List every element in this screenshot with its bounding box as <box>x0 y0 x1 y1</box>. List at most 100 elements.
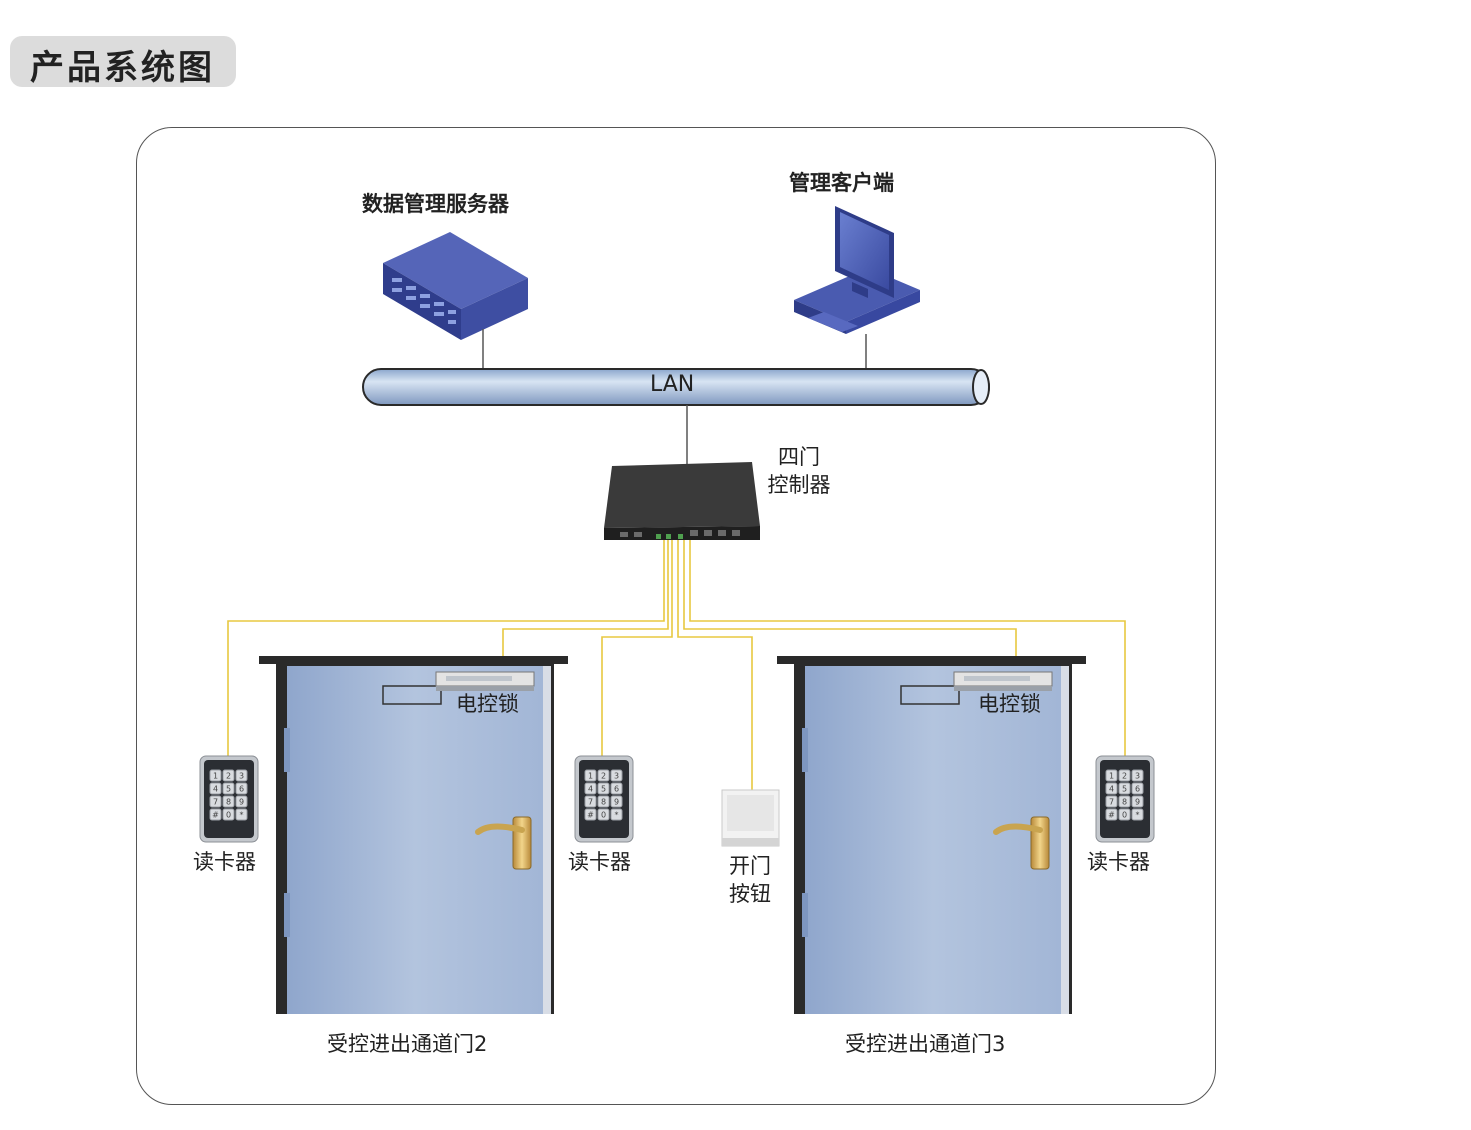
door-handle-icon <box>475 816 532 870</box>
server-label: 数据管理服务器 <box>362 192 509 216</box>
reader-label-2: 读卡器 <box>568 850 631 874</box>
keypad-key-label: 6 <box>239 785 244 794</box>
keypad-key-label: 4 <box>213 785 218 794</box>
keypad-key-label: 4 <box>1109 785 1114 794</box>
keypad-key <box>584 808 597 821</box>
keypad-key-label: 2 <box>601 772 606 781</box>
keypad-key <box>209 808 222 821</box>
keypad-key <box>222 795 235 808</box>
door-left <box>259 656 568 1014</box>
keypad-key <box>1105 782 1118 795</box>
keypad-key-label: 0 <box>1122 811 1127 820</box>
keypad-key-label: 5 <box>1122 785 1127 794</box>
keypad-key <box>209 795 222 808</box>
keypad-key <box>222 782 235 795</box>
exit-button-label-line1: 开门 <box>729 854 771 878</box>
keypad-key-label: * <box>1136 811 1140 820</box>
keypad-key <box>1118 782 1131 795</box>
wiring <box>227 540 1126 790</box>
page-title: 产品系统图 <box>30 48 215 88</box>
controller-icon <box>604 462 760 540</box>
keypad-key <box>597 795 610 808</box>
keypad-key-label: 5 <box>226 785 231 794</box>
keypad-key <box>1105 769 1118 782</box>
keypad-key <box>610 808 623 821</box>
server-icon <box>383 232 528 368</box>
keypad-key <box>209 782 222 795</box>
keypad-key <box>597 782 610 795</box>
diagram-frame <box>136 127 1216 1105</box>
keypad-key-label: 3 <box>1135 772 1140 781</box>
keypad-key <box>235 769 248 782</box>
keypad-key-label: * <box>240 811 244 820</box>
keypad-key <box>584 782 597 795</box>
exit-button-label: 开门 按钮 <box>718 852 782 908</box>
keypad-key-label: 3 <box>614 772 619 781</box>
keypad-key-label: 6 <box>614 785 619 794</box>
keypad-key-label: 0 <box>226 811 231 820</box>
keypad-key-label: 7 <box>588 798 593 807</box>
door-right-label: 受控进出通道门3 <box>845 1032 1006 1056</box>
keypad-key-label: 0 <box>601 811 606 820</box>
lock-icon <box>435 671 535 691</box>
keypad-key-label: 7 <box>213 798 218 807</box>
keypad-key-label: 1 <box>588 772 593 781</box>
computer-icon <box>794 206 920 368</box>
lock-icon <box>953 671 1053 691</box>
keypad-key <box>222 769 235 782</box>
page-title-badge <box>10 36 236 87</box>
keypad-key <box>1118 769 1131 782</box>
door-left-label: 受控进出通道门2 <box>327 1032 488 1056</box>
keypad-key <box>1105 808 1118 821</box>
keypad-key <box>1118 795 1131 808</box>
keypad-key-label: # <box>587 811 594 820</box>
lan-pipe <box>362 368 990 464</box>
keypad-key-label: 9 <box>239 798 244 807</box>
door-right <box>777 656 1086 1014</box>
keypad-key <box>235 795 248 808</box>
keypad-key <box>1105 795 1118 808</box>
keypad-key-label: 9 <box>1135 798 1140 807</box>
keypad-key <box>610 795 623 808</box>
reader-label-3: 读卡器 <box>1087 850 1150 874</box>
lock-label-left: 电控锁 <box>456 692 519 716</box>
keypad-key-label: # <box>1108 811 1115 820</box>
keypad-key <box>1131 782 1144 795</box>
keypad-key <box>235 808 248 821</box>
keypad-key-label: 4 <box>588 785 593 794</box>
client-label: 管理客户端 <box>789 171 894 195</box>
keypad-key-label: 8 <box>226 798 231 807</box>
keypad-key-label: 6 <box>1135 785 1140 794</box>
keypad-key <box>1118 808 1131 821</box>
keypad-key <box>584 795 597 808</box>
keypad-key <box>235 782 248 795</box>
keypad-key-label: 1 <box>213 772 218 781</box>
keypad-key-label: 2 <box>1122 772 1127 781</box>
lan-label: LAN <box>650 372 695 397</box>
door-handle-icon <box>993 816 1050 870</box>
keypad-key <box>597 769 610 782</box>
exit-button-label-line2: 按钮 <box>729 882 771 906</box>
keypad-key <box>1131 808 1144 821</box>
keypad-key-label: * <box>615 811 619 820</box>
keypad-key-label: 9 <box>614 798 619 807</box>
keypad-key <box>584 769 597 782</box>
keypad-key-label: 1 <box>1109 772 1114 781</box>
keypad-key <box>209 769 222 782</box>
controller-label: 四门 控制器 <box>762 443 836 499</box>
exit-button-icon <box>721 789 780 847</box>
keypad-key-label: 5 <box>601 785 606 794</box>
keypad-key-label: 7 <box>1109 798 1114 807</box>
reader-label-1: 读卡器 <box>193 850 256 874</box>
keypad-key-label: 3 <box>239 772 244 781</box>
controller-label-line1: 四门 <box>778 445 820 469</box>
keypad-key <box>610 769 623 782</box>
keypad-key-label: 8 <box>601 798 606 807</box>
keypad-key-label: 8 <box>1122 798 1127 807</box>
lock-label-right: 电控锁 <box>978 692 1041 716</box>
keypad-key-label: 2 <box>226 772 231 781</box>
